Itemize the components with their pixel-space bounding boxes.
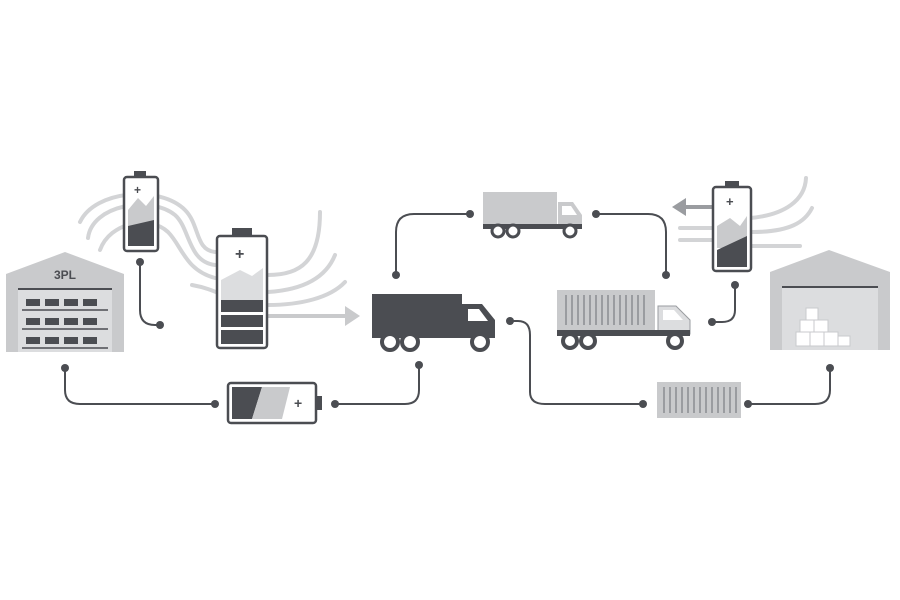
battery-large-center-left-icon: +: [215, 228, 269, 350]
boxes-icon: [795, 307, 851, 347]
connector-dots: [61, 210, 834, 408]
truck-center-icon: [372, 294, 495, 352]
svg-text:+: +: [134, 183, 141, 197]
svg-text:+: +: [235, 246, 244, 263]
battery-right-icon: +: [711, 181, 753, 273]
flow-arrow-to-truck: [268, 306, 360, 326]
flow-arrow-left-right-side: [672, 198, 712, 216]
svg-text:+: +: [294, 395, 302, 411]
svg-text:+: +: [726, 194, 734, 209]
battery-small-top-left-icon: +: [122, 171, 160, 253]
warehouse-3pl-icon: 3PL: [6, 252, 124, 352]
warehouse-label: 3PL: [54, 268, 76, 282]
connector-lines: [64, 213, 831, 405]
airflow-lines-right: [678, 176, 814, 248]
shipping-container-icon: [657, 382, 741, 418]
truck-top-icon: [483, 192, 582, 239]
warehouse-right-icon: [770, 250, 890, 350]
battery-horizontal-bottom-icon: +: [226, 381, 322, 425]
container-truck-icon: [557, 290, 691, 350]
airflow-lines-left: [78, 192, 347, 307]
